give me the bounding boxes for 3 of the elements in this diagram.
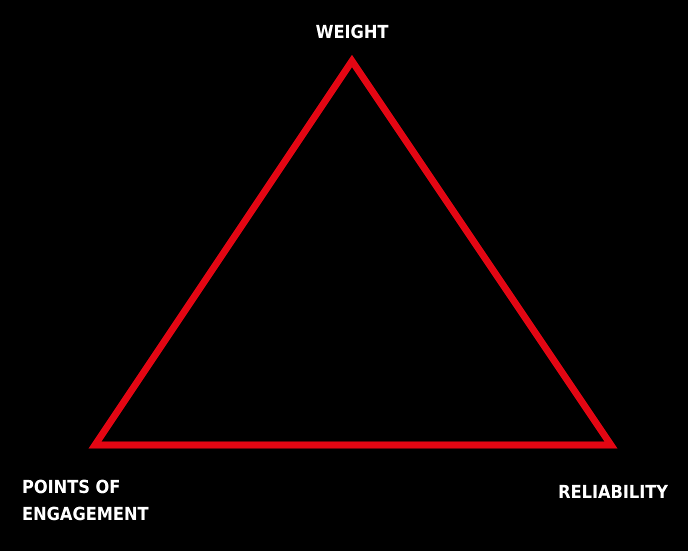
vertex-label: RELIABILITY: [557, 481, 668, 505]
vertex-label: POINTS OF ENGAGEMENT: [22, 476, 150, 527]
vertex-label: WEIGHT: [314, 21, 390, 45]
